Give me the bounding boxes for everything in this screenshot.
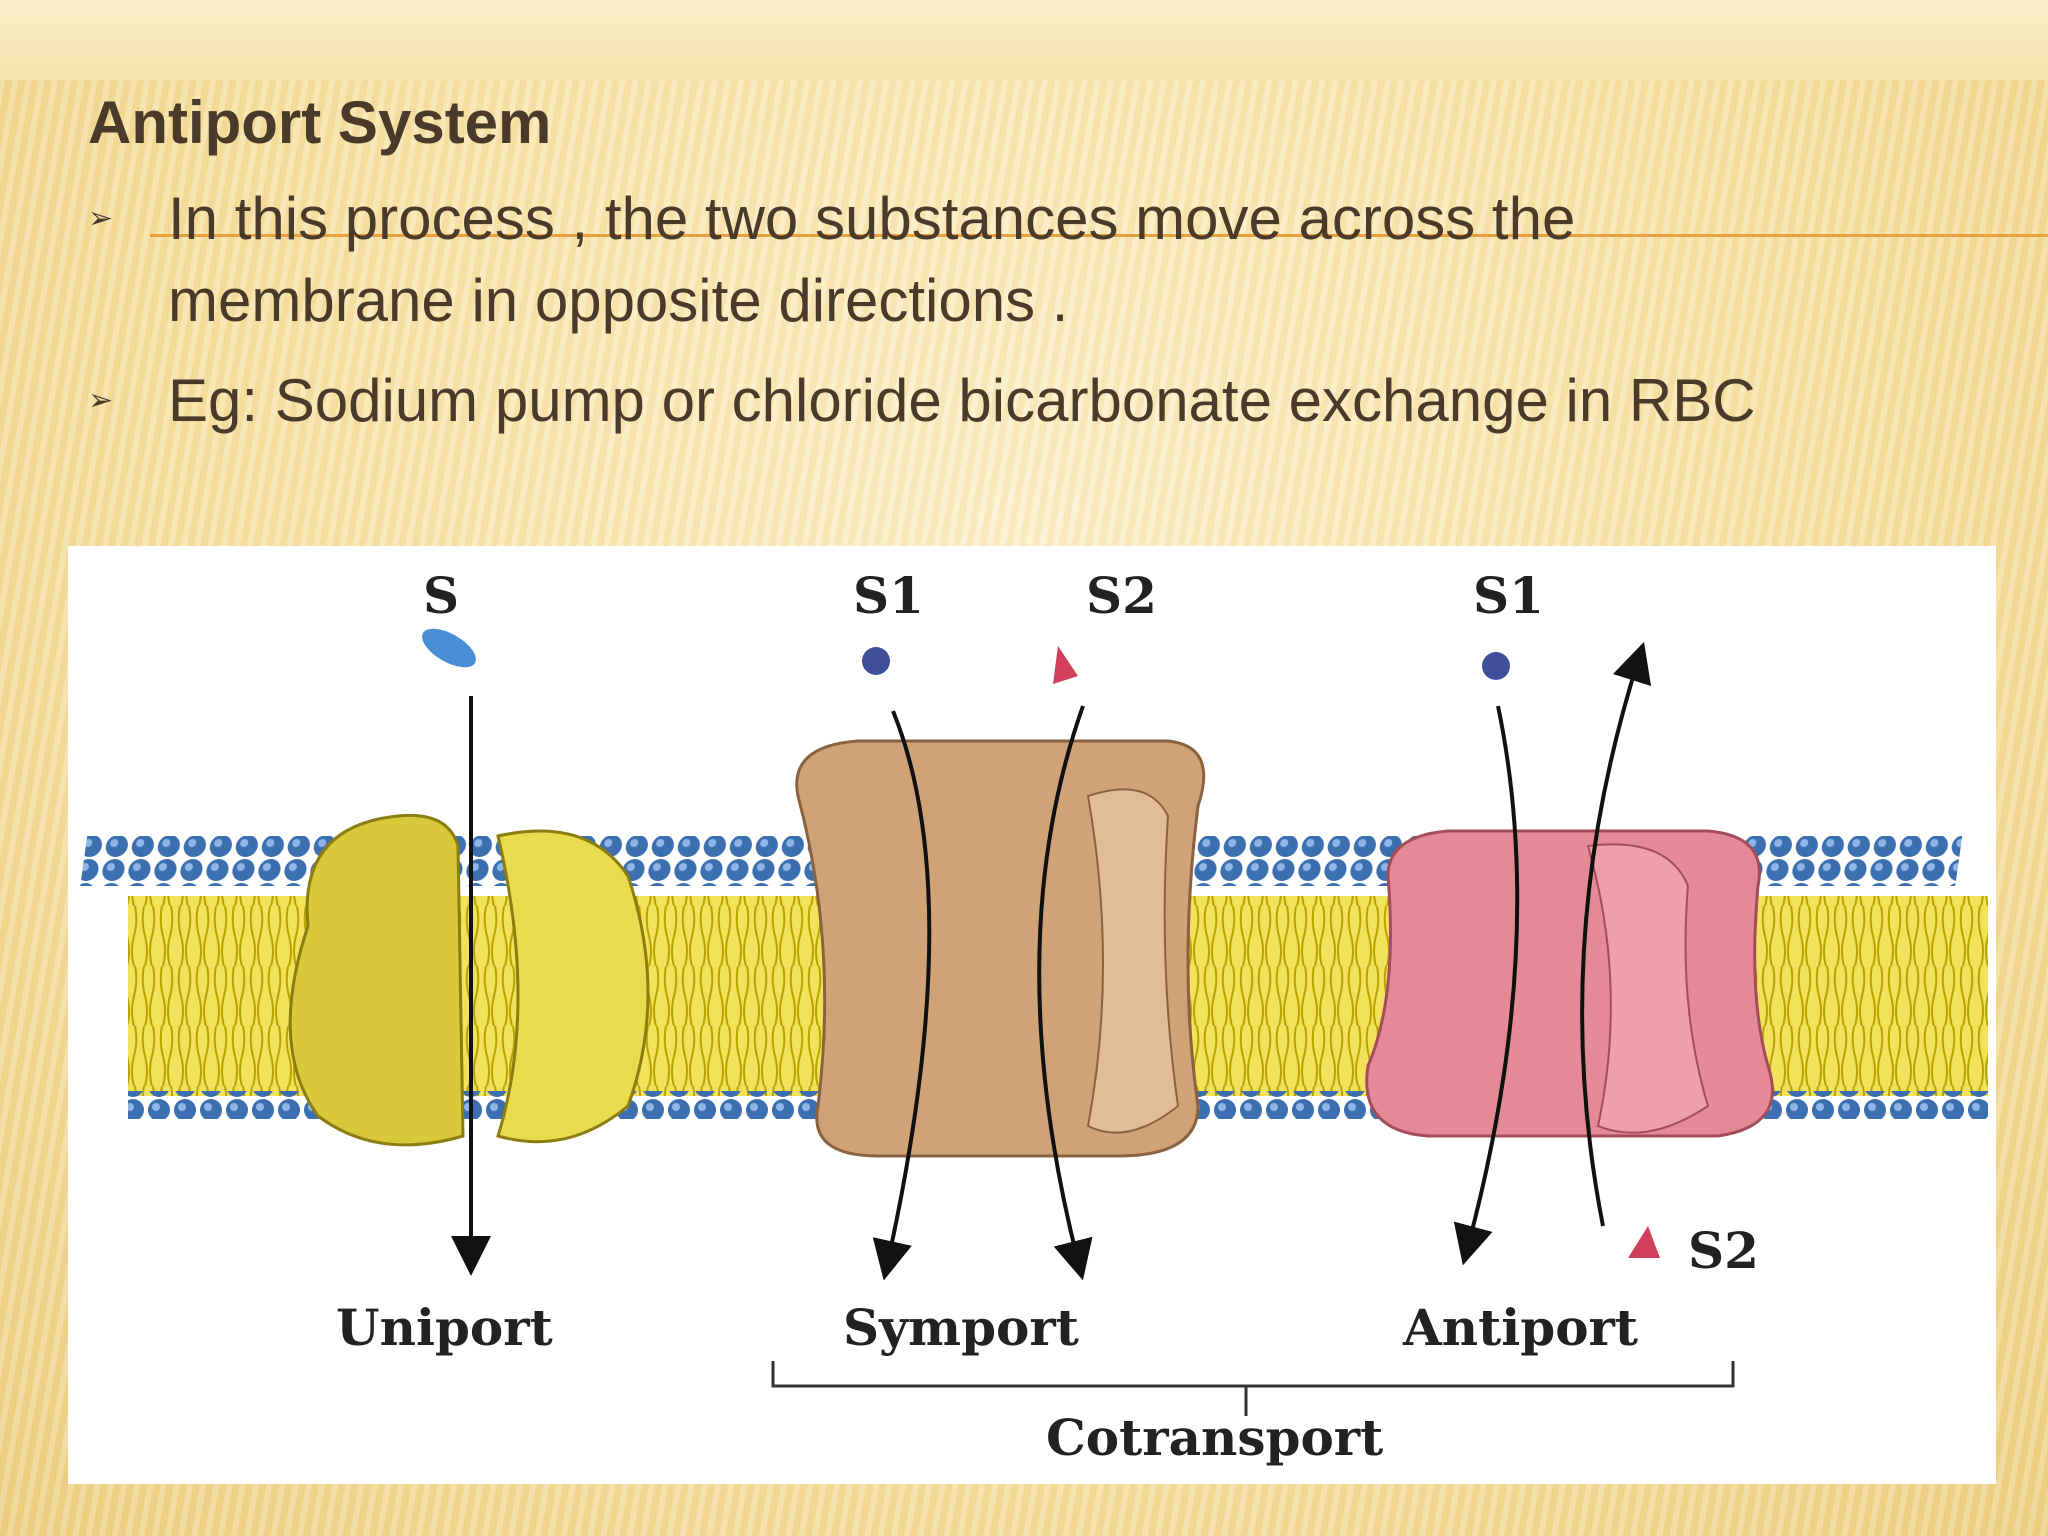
bullet-1-line-2: membrane in opposite directions .: [168, 267, 1069, 334]
slide-title: Antiport System: [88, 89, 552, 156]
symport-protein: [795, 739, 1206, 1158]
label-symport: Symport: [843, 1298, 1079, 1357]
membrane-transport-diagram: S S1 S2 S1 S2 Uniport Symport Antiport C…: [68, 546, 1996, 1484]
bullet-arrow-icon: ➢: [88, 202, 114, 235]
cotransport-bracket: [771, 1361, 1735, 1388]
s1-molecule-antiport: [1482, 652, 1510, 680]
bullet-arrow-icon: ➢: [88, 384, 114, 417]
bullet-1-line-1: In this process , the two substances mov…: [168, 185, 1576, 252]
symport-arrow-s2: [1037, 705, 1093, 1281]
symport-arrow-s1: [872, 710, 932, 1281]
slide-top-band: [0, 0, 2048, 80]
s2-molecule-antiport: [1628, 1226, 1660, 1258]
label-symport-s1: S1: [853, 566, 924, 625]
label-cotransport: Cotransport: [1046, 1408, 1384, 1467]
label-s: S: [423, 566, 460, 625]
antiport-arrow-s1-in: [1453, 705, 1520, 1266]
uniport-protein: [288, 813, 650, 1147]
label-antiport-s1: S1: [1473, 566, 1544, 625]
s2-molecule-symport: [1053, 646, 1078, 684]
antiport-arrow-s2-out: [1580, 641, 1652, 1227]
bullet-1: ➢ In this process , the two substances m…: [88, 178, 1988, 348]
s1-molecule-symport: [862, 647, 890, 675]
label-symport-s2: S2: [1086, 566, 1157, 625]
s-molecule: [422, 628, 476, 668]
label-antiport: Antiport: [1403, 1298, 1638, 1357]
accent-line: [150, 234, 2048, 237]
antiport-protein: [1365, 829, 1774, 1138]
bullet-2: ➢ Eg: Sodium pump or chloride bicarbonat…: [88, 360, 2008, 450]
label-uniport: Uniport: [336, 1298, 553, 1357]
membrane-diagram-svg: [80, 628, 1988, 1416]
label-antiport-s2: S2: [1688, 1221, 1759, 1280]
bullet-2-line-1: Eg: Sodium pump or chloride bicarbonate …: [168, 367, 1756, 434]
